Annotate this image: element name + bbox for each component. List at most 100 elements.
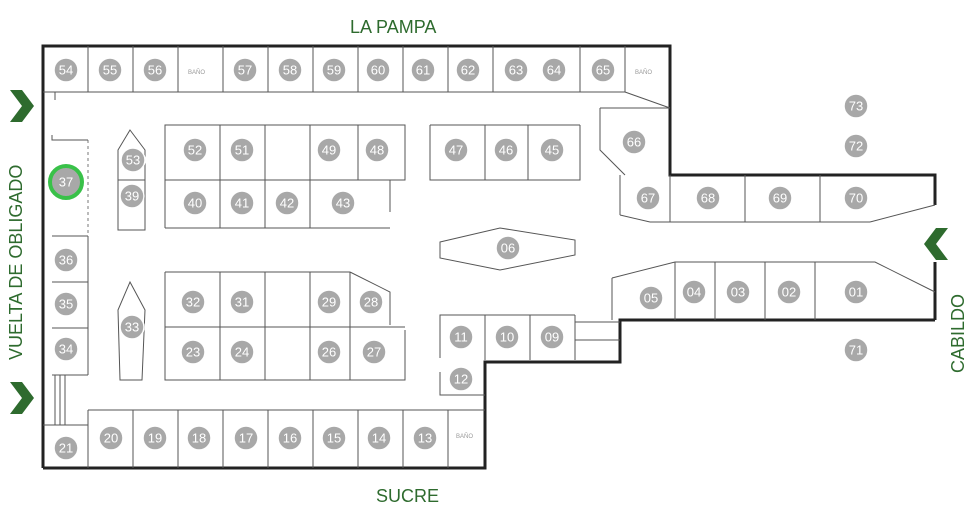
stall-number: 52 <box>188 143 202 158</box>
stall-62[interactable]: 62 <box>455 57 481 83</box>
stall-24[interactable]: 24 <box>229 339 255 365</box>
stall-33[interactable]: 33 <box>119 314 145 340</box>
stall-31[interactable]: 31 <box>229 289 255 315</box>
stall-number: 72 <box>849 139 863 154</box>
entrance-arrow-east-icon <box>924 228 948 260</box>
stall-54[interactable]: 54 <box>53 57 79 83</box>
stall-52[interactable]: 52 <box>182 137 208 163</box>
stall-16[interactable]: 16 <box>277 425 303 451</box>
stall-55[interactable]: 55 <box>97 57 123 83</box>
stall-39[interactable]: 39 <box>119 183 145 209</box>
stall-number: 49 <box>322 143 336 158</box>
stall-59[interactable]: 59 <box>321 57 347 83</box>
stall-02[interactable]: 02 <box>776 279 802 305</box>
stall-27[interactable]: 27 <box>361 339 387 365</box>
stall-37[interactable]: 37 <box>48 164 84 200</box>
stall-51[interactable]: 51 <box>229 137 255 163</box>
stall-47[interactable]: 47 <box>443 137 469 163</box>
stall-49[interactable]: 49 <box>316 137 342 163</box>
stall-01[interactable]: 01 <box>843 279 869 305</box>
stall-number: 56 <box>148 63 162 78</box>
stall-41[interactable]: 41 <box>229 190 255 216</box>
stall-number: 66 <box>627 135 641 150</box>
stall-number: 39 <box>125 189 139 204</box>
stall-66[interactable]: 66 <box>621 129 647 155</box>
stall-57[interactable]: 57 <box>232 57 258 83</box>
stall-28[interactable]: 28 <box>358 289 384 315</box>
stall-29[interactable]: 29 <box>316 289 342 315</box>
stall-40[interactable]: 40 <box>182 190 208 216</box>
stall-number: 57 <box>238 63 252 78</box>
stall-34[interactable]: 34 <box>53 336 79 362</box>
stall-06[interactable]: 06 <box>495 235 521 261</box>
stall-number: 34 <box>59 342 73 357</box>
stall-46[interactable]: 46 <box>493 137 519 163</box>
stall-number: 15 <box>327 431 341 446</box>
stall-04[interactable]: 04 <box>681 279 707 305</box>
stall-23[interactable]: 23 <box>180 339 206 365</box>
stall-05[interactable]: 05 <box>638 285 664 311</box>
stall-14[interactable]: 14 <box>366 425 392 451</box>
bathroom-label-bottom: BAÑO <box>456 433 473 440</box>
stall-20[interactable]: 20 <box>98 425 124 451</box>
stall-15[interactable]: 15 <box>321 425 347 451</box>
stall-number: 59 <box>327 63 341 78</box>
stall-12[interactable]: 12 <box>448 366 474 392</box>
stall-35[interactable]: 35 <box>53 291 79 317</box>
stall-number: 20 <box>104 431 118 446</box>
stall-48[interactable]: 48 <box>364 137 390 163</box>
stall-number: 17 <box>239 431 253 446</box>
stall-68[interactable]: 68 <box>695 185 721 211</box>
stall-number: 67 <box>641 191 655 206</box>
outer-walls <box>41 44 937 470</box>
stall-number: 73 <box>849 99 863 114</box>
stall-43[interactable]: 43 <box>330 190 356 216</box>
stall-number: 63 <box>509 63 523 78</box>
stall-number: 09 <box>545 330 559 345</box>
stall-11[interactable]: 11 <box>448 324 474 350</box>
stall-72[interactable]: 72 <box>843 133 869 159</box>
stall-21[interactable]: 21 <box>53 435 79 461</box>
stall-61[interactable]: 61 <box>410 57 436 83</box>
stall-number: 02 <box>782 285 796 300</box>
stall-65[interactable]: 65 <box>590 57 616 83</box>
bathroom-label-top-right: BAÑO <box>635 69 652 76</box>
stall-70[interactable]: 70 <box>843 185 869 211</box>
stall-number: 14 <box>372 431 386 446</box>
stall-56[interactable]: 56 <box>142 57 168 83</box>
stall-36[interactable]: 36 <box>53 247 79 273</box>
stall-45[interactable]: 45 <box>539 137 565 163</box>
stall-32[interactable]: 32 <box>180 289 206 315</box>
stall-number: 71 <box>849 343 863 358</box>
stall-10[interactable]: 10 <box>494 324 520 350</box>
stall-number: 46 <box>499 143 513 158</box>
stall-26[interactable]: 26 <box>316 339 342 365</box>
street-label-south: SUCRE <box>376 486 440 506</box>
stall-number: 11 <box>454 330 468 345</box>
stall-69[interactable]: 69 <box>767 185 793 211</box>
stall-19[interactable]: 19 <box>142 425 168 451</box>
stall-60[interactable]: 60 <box>365 57 391 83</box>
stall-42[interactable]: 42 <box>274 190 300 216</box>
stall-number: 10 <box>500 330 514 345</box>
stall-53[interactable]: 53 <box>120 147 146 173</box>
street-label-west: VUELTA DE OBLIGADO <box>6 164 26 360</box>
bathroom-label-top-left: BAÑO <box>188 69 205 76</box>
stall-number: 12 <box>454 372 468 387</box>
stall-71[interactable]: 71 <box>843 337 869 363</box>
stall-67[interactable]: 67 <box>635 185 661 211</box>
stall-number: 31 <box>235 295 249 310</box>
stall-03[interactable]: 03 <box>725 279 751 305</box>
stall-number: 65 <box>596 63 610 78</box>
stall-63[interactable]: 63 <box>503 57 529 83</box>
stall-18[interactable]: 18 <box>186 425 212 451</box>
stall-number: 35 <box>59 297 73 312</box>
stall-58[interactable]: 58 <box>277 57 303 83</box>
stall-number: 62 <box>461 63 475 78</box>
stall-09[interactable]: 09 <box>539 324 565 350</box>
stall-17[interactable]: 17 <box>233 425 259 451</box>
stall-13[interactable]: 13 <box>412 425 438 451</box>
stall-64[interactable]: 64 <box>541 57 567 83</box>
stall-73[interactable]: 73 <box>843 93 869 119</box>
stall-number: 60 <box>371 63 385 78</box>
